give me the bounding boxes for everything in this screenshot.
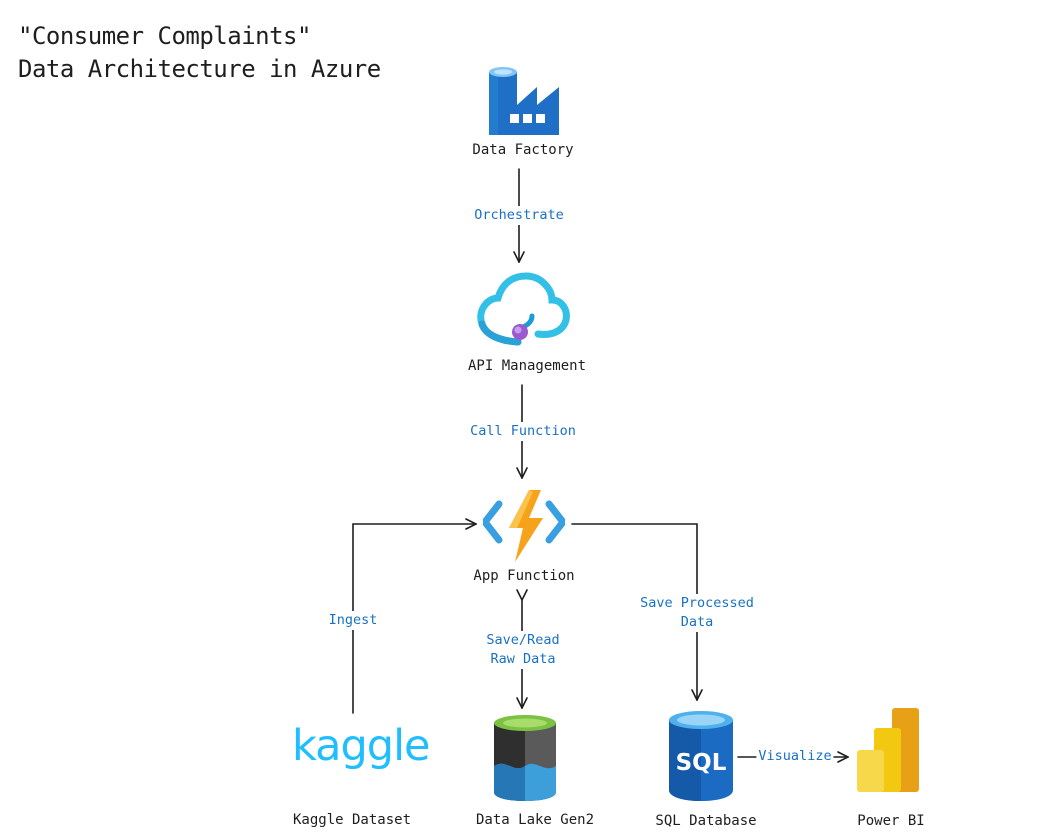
- function-app-icon: [483, 490, 565, 562]
- power-bi-label: Power BI: [857, 813, 925, 829]
- edge-label-save-processed: Save Processed Data: [638, 594, 756, 632]
- sql-database-icon: SQL: [669, 711, 733, 801]
- title-line-2: Data Architecture in Azure: [18, 55, 381, 83]
- power-bi-icon: [857, 708, 919, 792]
- diagram-title: "Consumer Complaints" Data Architecture …: [18, 20, 381, 86]
- edge-label-ingest: Ingest: [326, 611, 380, 630]
- edge-label-call-function: Call Function: [468, 422, 578, 441]
- data-factory-label: Data Factory: [472, 142, 574, 158]
- edge-label-save-processed-line-1: Save Processed: [640, 595, 754, 611]
- sql-logo-text: SQL: [676, 750, 727, 776]
- title-line-1: "Consumer Complaints": [18, 22, 311, 50]
- edge-label-save-read: Save/Read Raw Data: [484, 631, 562, 669]
- data-factory-icon: [489, 67, 559, 135]
- edge-label-orchestrate: Orchestrate: [472, 206, 566, 225]
- kaggle-dataset-label: Kaggle Dataset: [292, 812, 412, 828]
- kaggle-logo: kaggle: [292, 721, 430, 771]
- api-management-icon: [477, 272, 570, 346]
- edge-save-processed: [571, 523, 697, 700]
- data-lake-icon: [494, 715, 556, 801]
- app-function-label: App Function: [473, 568, 575, 584]
- edge-ingest: [352, 524, 476, 714]
- data-lake-label: Data Lake Gen2: [475, 812, 595, 828]
- sql-database-label: SQL Database: [655, 813, 757, 829]
- edge-label-save-read-line-2: Raw Data: [490, 651, 556, 667]
- edge-label-visualize: Visualize: [756, 747, 834, 766]
- api-management-label: API Management: [467, 358, 587, 374]
- edge-label-save-read-line-1: Save/Read: [486, 632, 560, 648]
- edge-label-save-processed-line-2: Data: [680, 614, 714, 630]
